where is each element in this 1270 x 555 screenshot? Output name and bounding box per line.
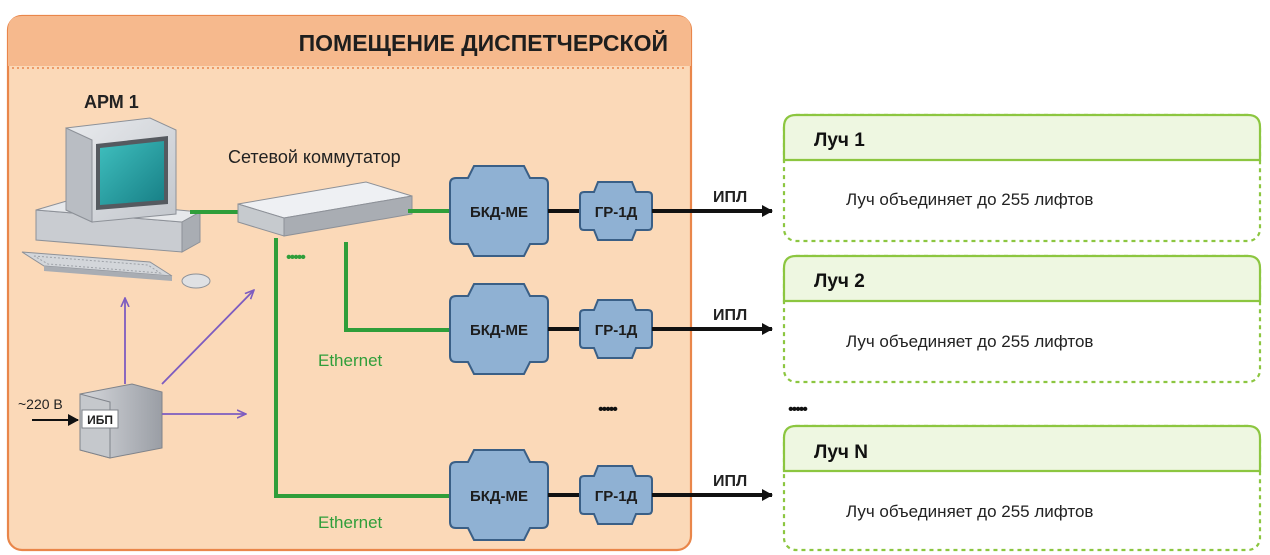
chains-ellipsis: •••••	[598, 401, 617, 418]
room-title: ПОМЕЩЕНИЕ ДИСПЕТЧЕРСКОЙ	[299, 29, 668, 56]
ipl-label: ИПЛ	[713, 473, 747, 490]
converter-shape	[579, 299, 653, 359]
controller-shape	[449, 283, 549, 375]
ethernet-label-1: Ethernet	[318, 351, 383, 370]
switch-ports-ellipsis: •••••	[286, 249, 305, 266]
switch-label: Сетевой коммутатор	[228, 147, 401, 167]
ipl-label: ИПЛ	[713, 307, 747, 324]
ups-icon: ИБП	[79, 383, 163, 459]
beam-description: Луч объединяет до 255 лифтов	[846, 332, 1093, 351]
beam-description: Луч объединяет до 255 лифтов	[846, 190, 1093, 209]
ups-power-label: ~220 В	[18, 396, 63, 412]
ethernet-link-2	[344, 242, 452, 332]
converter-shape	[579, 181, 653, 241]
chain-3: БКД-МЕ ГР-1Д ИПЛ	[449, 449, 773, 541]
chain-2: БКД-МЕ ГР-1Д ИПЛ	[449, 283, 773, 375]
ipl-label: ИПЛ	[713, 189, 747, 206]
room-header-band	[8, 16, 691, 66]
beam-2: Луч 2 Луч объединяет до 255 лифтов	[782, 254, 1262, 384]
controller-shape	[449, 165, 549, 257]
dispatch-room: ПОМЕЩЕНИЕ ДИСПЕТЧЕРСКОЙ	[6, 14, 693, 552]
ups-power-arrows	[125, 290, 254, 414]
converter-label: ГР-1Д	[595, 322, 638, 339]
controller-shape	[449, 449, 549, 541]
beam-header	[782, 113, 1262, 162]
ethernet-label-2: Ethernet	[318, 513, 383, 532]
beam-title: Луч 1	[814, 130, 865, 151]
workstation-label: АРМ 1	[84, 92, 139, 112]
power-arrow-to-switch	[161, 290, 254, 385]
beam-n: Луч N Луч объединяет до 255 лифтов	[782, 424, 1262, 552]
beam-header	[782, 424, 1262, 473]
controller-label: БКД-МЕ	[470, 488, 528, 505]
switch-icon: Сетевой коммутатор	[228, 147, 413, 237]
ups-label: ИБП	[87, 413, 113, 427]
converter-shape	[579, 465, 653, 525]
beams-ellipsis: •••••	[788, 401, 807, 418]
beam-header	[782, 254, 1262, 303]
beam-description: Луч объединяет до 255 лифтов	[846, 502, 1093, 521]
converter-label: ГР-1Д	[595, 204, 638, 221]
converter-label: ГР-1Д	[595, 488, 638, 505]
controller-label: БКД-МЕ	[470, 322, 528, 339]
beam-title: Луч 2	[814, 271, 865, 292]
ethernet-links	[274, 209, 452, 498]
beam-title: Луч N	[814, 442, 868, 463]
chain-1: БКД-МЕ ГР-1Д ИПЛ	[449, 165, 773, 257]
controller-label: БКД-МЕ	[470, 204, 528, 221]
beam-1: Луч 1 Луч объединяет до 255 лифтов	[782, 113, 1262, 243]
ethernet-link-3	[274, 238, 452, 498]
workstation-icon: АРМ 1	[21, 92, 211, 289]
